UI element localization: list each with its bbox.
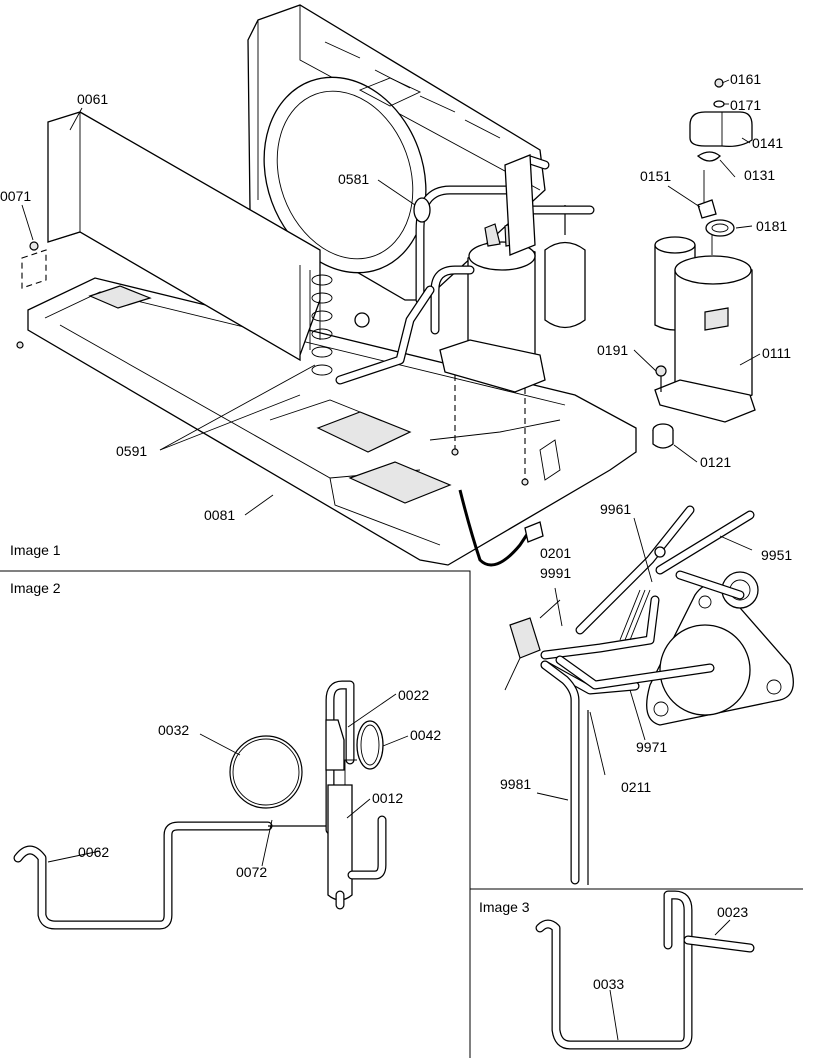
image2-frame [0, 570, 471, 1058]
part-labels: 0061 0071 0581 0591 0081 0161 0171 0141 … [0, 71, 792, 992]
compressor-exploded [652, 78, 756, 449]
section-label-image3: Image 3 [479, 899, 530, 915]
label-0023: 0023 [717, 904, 748, 920]
label-0072: 0072 [236, 864, 267, 880]
label-0042: 0042 [410, 727, 441, 743]
image3-tubing [504, 505, 794, 1050]
label-0141: 0141 [752, 135, 783, 151]
label-0022: 0022 [398, 687, 429, 703]
image2-assembly [13, 680, 409, 930]
label-0591: 0591 [116, 443, 147, 459]
section-label-image2: Image 2 [10, 580, 61, 596]
label-9971: 9971 [636, 739, 667, 755]
label-0211: 0211 [621, 779, 651, 795]
label-0111: 0111 [762, 345, 791, 361]
label-0121: 0121 [700, 454, 731, 470]
label-0171: 0171 [730, 97, 761, 113]
label-0033: 0033 [593, 976, 624, 992]
label-0012: 0012 [372, 790, 403, 806]
section-label-image1: Image 1 [10, 542, 61, 558]
label-9981: 9981 [500, 776, 531, 792]
label-0181: 0181 [756, 218, 787, 234]
label-0201: 0201 [540, 545, 571, 561]
label-0151: 0151 [640, 168, 671, 184]
image1-assembly [16, 4, 761, 567]
label-0032: 0032 [158, 722, 189, 738]
label-0161: 0161 [730, 71, 761, 87]
label-0081: 0081 [204, 507, 235, 523]
label-0062: 0062 [78, 844, 109, 860]
coil-return-bends [311, 274, 333, 376]
section-labels: Image 1 Image 2 Image 3 [10, 542, 530, 915]
label-0191: 0191 [597, 342, 628, 358]
label-0581: 0581 [338, 171, 369, 187]
label-9951: 9951 [761, 547, 792, 563]
label-0071: 0071 [0, 188, 31, 204]
label-0061: 0061 [77, 91, 108, 107]
label-9961: 9961 [600, 501, 631, 517]
label-0131: 0131 [744, 167, 775, 183]
label-9991: 9991 [540, 565, 571, 581]
